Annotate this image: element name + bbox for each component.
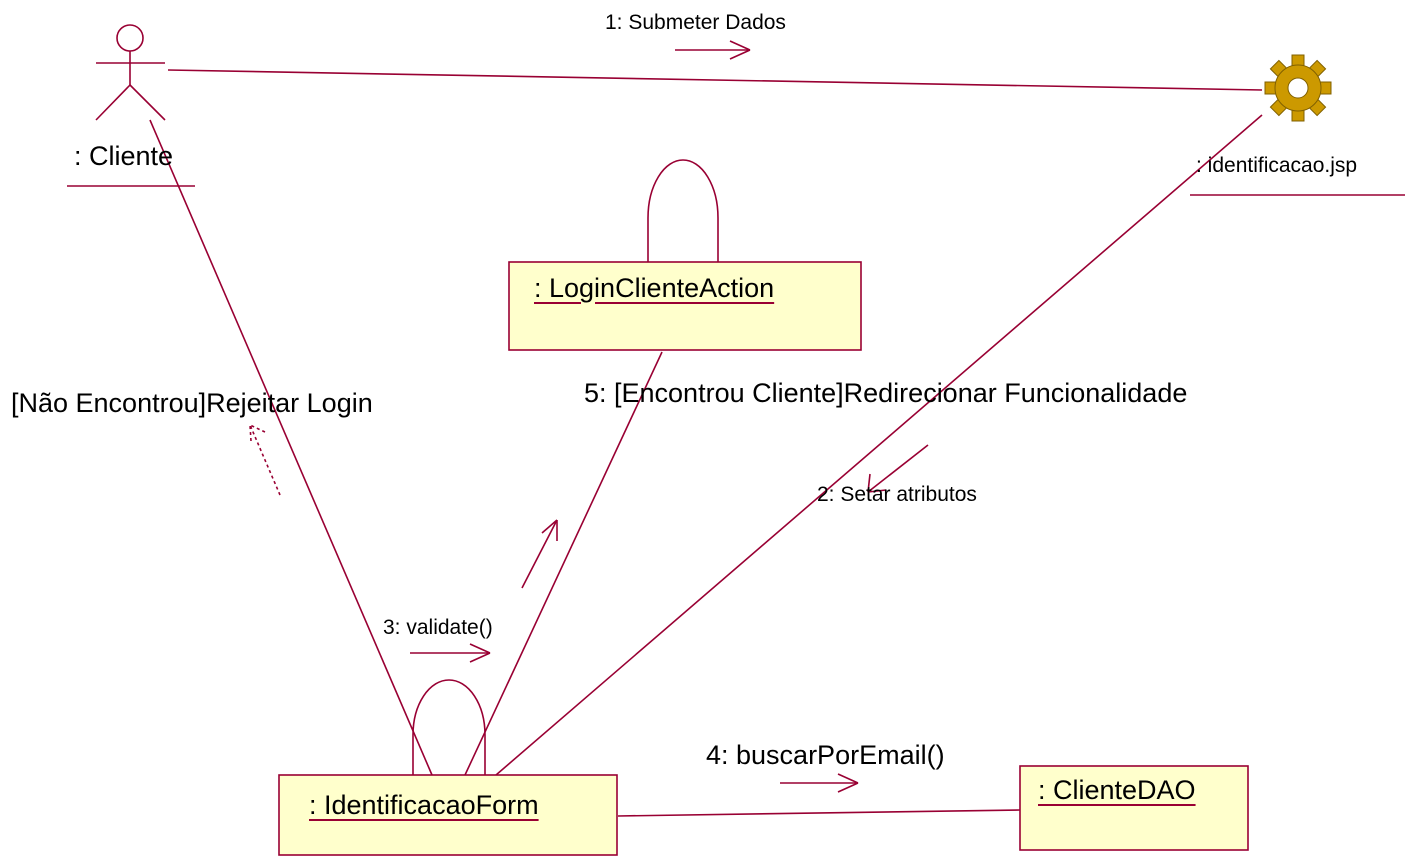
actor-cliente-label: : Cliente [74, 141, 174, 171]
object-cliente-dao-label: : ClienteDAO [1038, 775, 1196, 805]
self-link-identificacao-form [412, 679, 486, 775]
actor-jsp-label: : identificacao.jsp [1196, 154, 1358, 177]
link-cliente-jsp [167, 69, 1263, 91]
arrow-m5 [521, 519, 558, 589]
object-login-cliente-action-label: : LoginClienteAction [534, 273, 775, 303]
box-cliente-dao[interactable] [1019, 765, 1249, 851]
arrow-reject [249, 424, 281, 496]
link-action-form [464, 351, 663, 776]
link-jsp-form [495, 114, 1263, 776]
message-3-label: 3: validate() [383, 616, 493, 639]
box-login-cliente-action[interactable] [508, 261, 862, 351]
arrow-m2 [867, 444, 929, 493]
box-identificacao-form[interactable] [278, 774, 618, 856]
message-2-label: 2: Setar atributos [817, 483, 977, 506]
gear-boundary-icon [1264, 54, 1332, 122]
object-identificacao-form-label: : IdentificacaoForm [309, 790, 539, 820]
arrow-m1 [675, 40, 751, 60]
message-1-label: 1: Submeter Dados [605, 11, 786, 34]
arrow-m3 [410, 643, 491, 663]
link-form-dao [617, 809, 1021, 817]
self-link-login-action [647, 159, 719, 262]
message-5-label: 5: [Encontrou Cliente]Redirecionar Funci… [584, 378, 1188, 408]
message-4-label: 4: buscarPorEmail() [706, 740, 945, 770]
link-cliente-form [149, 119, 433, 776]
arrow-m4 [780, 773, 859, 793]
actor-stick-figure-icon [95, 24, 166, 121]
reject-login-label: [Não Encontrou]Rejeitar Login [11, 388, 373, 418]
